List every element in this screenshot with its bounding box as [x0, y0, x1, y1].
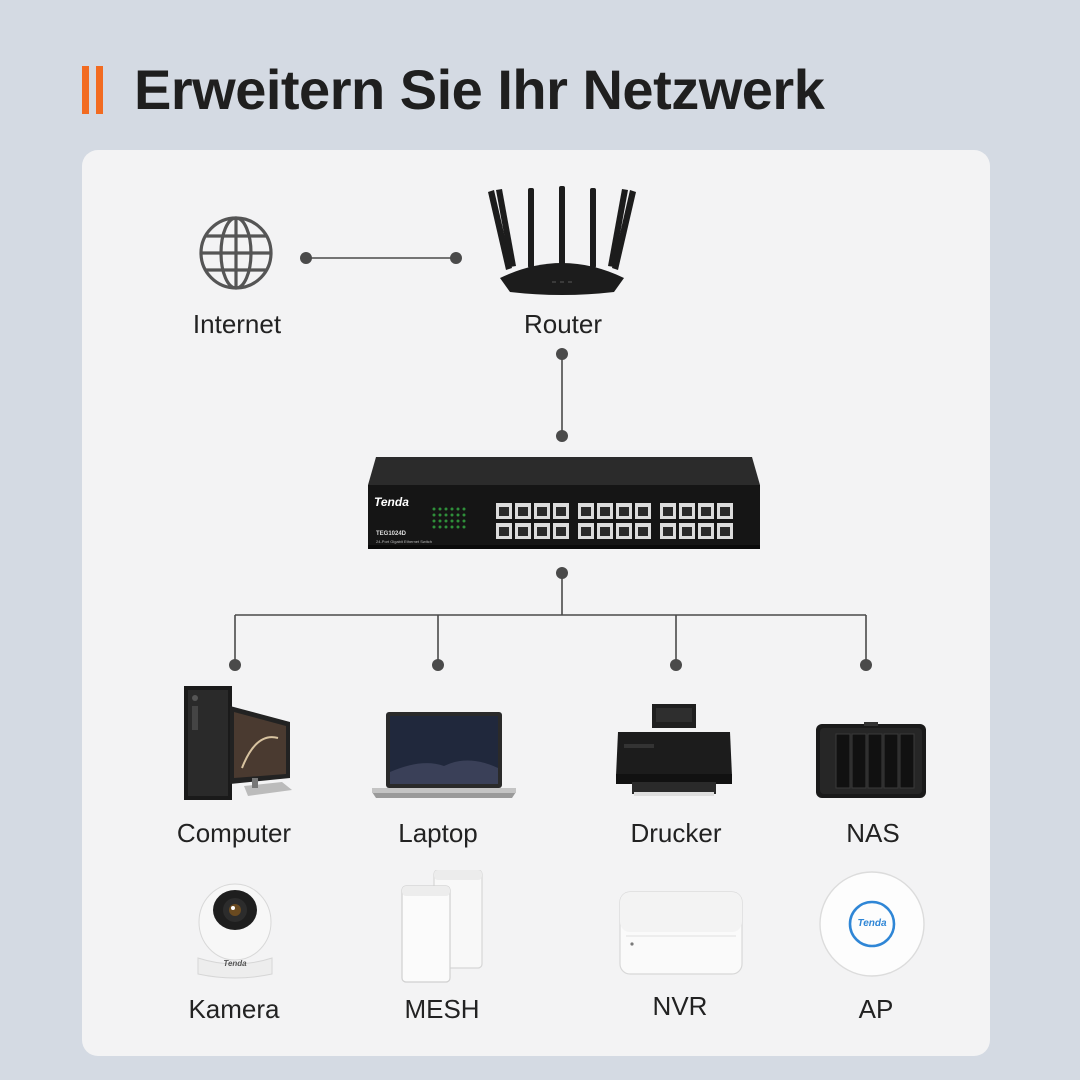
status-led	[462, 525, 466, 529]
status-led	[438, 507, 442, 511]
page-title: Erweitern Sie Ihr Netzwerk	[134, 58, 825, 121]
laptop-label: Laptop	[398, 818, 478, 848]
ethernet-port-opening	[701, 527, 711, 536]
status-led	[444, 525, 448, 529]
status-led	[438, 519, 442, 523]
drucker-label: Drucker	[630, 818, 722, 848]
ethernet-port-opening	[537, 527, 547, 536]
ethernet-port-opening	[518, 527, 528, 536]
status-led	[450, 525, 454, 529]
mesh-label: MESH	[404, 994, 480, 1024]
status-led	[450, 519, 454, 523]
access-point-icon	[819, 871, 925, 977]
mesh-icon	[401, 870, 483, 983]
router-label: Router	[523, 309, 603, 339]
connector-dot	[229, 659, 241, 671]
ethernet-port-opening	[619, 507, 629, 516]
ethernet-port-opening	[663, 507, 673, 516]
status-led	[444, 513, 448, 517]
status-led	[444, 519, 448, 523]
status-led	[432, 525, 436, 529]
status-led	[462, 519, 466, 523]
ethernet-port-opening	[682, 507, 692, 516]
status-led	[456, 519, 460, 523]
connector-dot	[300, 252, 312, 264]
computer-label: Computer	[176, 818, 292, 848]
laptop-icon	[372, 712, 516, 798]
ethernet-port-opening	[537, 507, 547, 516]
connector-dot	[860, 659, 872, 671]
ethernet-port-opening	[720, 507, 730, 516]
printer-icon	[616, 704, 732, 796]
nvr-label: NVR	[652, 991, 708, 1021]
ethernet-port-opening	[499, 527, 509, 536]
ethernet-port-opening	[600, 527, 610, 536]
status-led	[432, 513, 436, 517]
camera-brand-mark: Tenda	[223, 959, 247, 968]
ethernet-port-opening	[600, 507, 610, 516]
kamera-label: Kamera	[188, 994, 280, 1024]
connector-dot	[556, 430, 568, 442]
connector-dot	[556, 348, 568, 360]
ethernet-port-opening	[638, 507, 648, 516]
ap-label: AP	[858, 994, 894, 1024]
connector-dot	[556, 567, 568, 579]
connector-dot	[432, 659, 444, 671]
switch-brand-label: Tenda	[374, 495, 409, 509]
nas-icon	[816, 722, 926, 798]
globe-icon	[199, 216, 273, 290]
status-led	[462, 507, 466, 511]
connector-dot	[450, 252, 462, 264]
nvr-icon	[619, 891, 743, 975]
status-led	[456, 513, 460, 517]
camera-device: Tenda	[194, 880, 276, 980]
ethernet-port-opening	[499, 507, 509, 516]
status-led	[432, 507, 436, 511]
switch-subtitle-label: 24-Port Gigabit Ethernet Switch	[376, 539, 433, 544]
connector-dot	[670, 659, 682, 671]
status-led	[456, 525, 460, 529]
computer-icon	[184, 686, 292, 800]
ethernet-port-opening	[619, 527, 629, 536]
ethernet-port-opening	[581, 507, 591, 516]
status-led	[450, 513, 454, 517]
status-led	[438, 513, 442, 517]
ethernet-port-opening	[638, 527, 648, 536]
status-led	[450, 507, 454, 511]
ethernet-port-opening	[556, 527, 566, 536]
ethernet-port-opening	[701, 507, 711, 516]
internet-label: Internet	[192, 309, 282, 339]
switch-body-icon	[368, 457, 760, 549]
ethernet-port-opening	[682, 527, 692, 536]
camera-icon	[197, 883, 273, 979]
ap-device: Tenda	[818, 870, 926, 978]
switch-device: Tenda TEG1024D 24-Port Gigabit Ethernet …	[368, 457, 760, 549]
router-icon	[488, 186, 636, 295]
ethernet-port-opening	[663, 527, 673, 536]
ethernet-port-opening	[720, 527, 730, 536]
ethernet-port-opening	[581, 527, 591, 536]
ethernet-port-opening	[556, 507, 566, 516]
status-led	[462, 513, 466, 517]
status-led	[438, 525, 442, 529]
nas-label: NAS	[846, 818, 900, 848]
switch-model-label: TEG1024D	[376, 531, 407, 537]
status-led	[456, 507, 460, 511]
status-led	[432, 519, 436, 523]
ap-brand-mark: Tenda	[857, 918, 887, 929]
status-led	[444, 507, 448, 511]
title-accent-bar	[96, 66, 103, 114]
title-accent-bar	[82, 66, 89, 114]
ethernet-port-opening	[518, 507, 528, 516]
